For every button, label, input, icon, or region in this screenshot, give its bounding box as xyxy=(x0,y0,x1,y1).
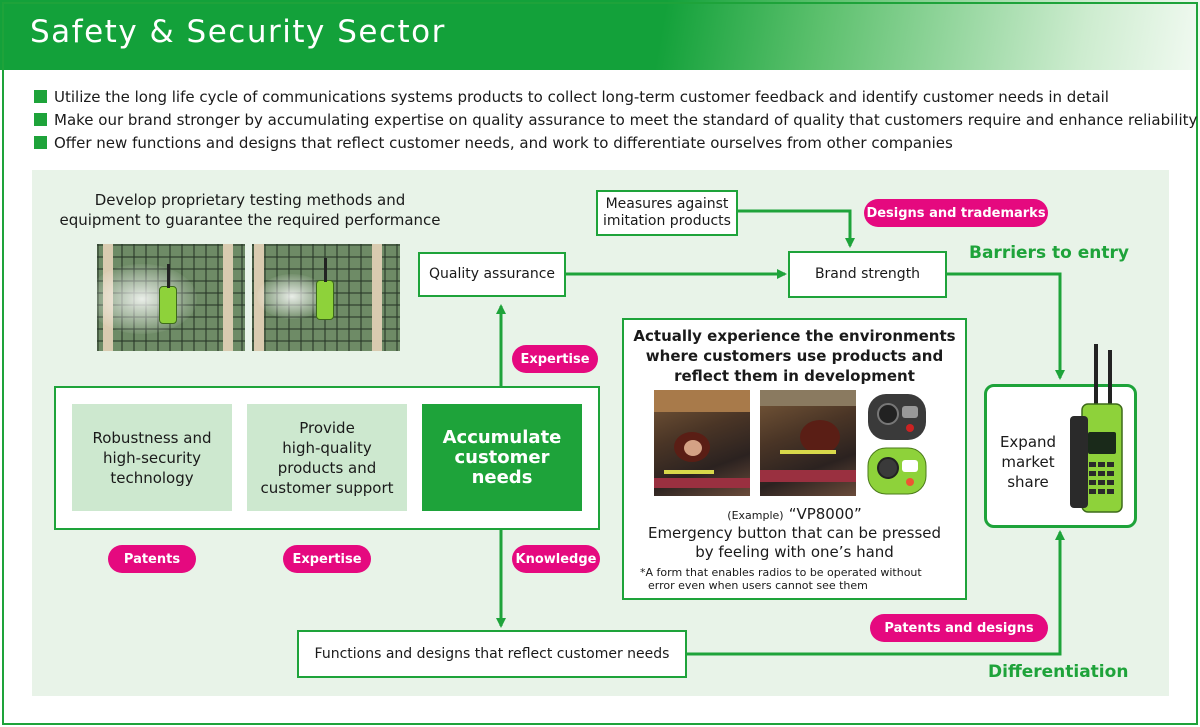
radio-handset-icon xyxy=(1070,344,1123,513)
patents-tag: Patents xyxy=(108,545,196,573)
designs-trademarks-tag: Designs and trademarks xyxy=(864,199,1048,227)
firefighter-photo-right xyxy=(760,390,856,496)
bullet-item: Make our brand stronger by accumulating … xyxy=(34,111,1197,134)
emergency-caption: Emergency button that can be pressed by … xyxy=(647,524,942,561)
accumulate-needs-box: Accumulate customer needs xyxy=(422,404,582,511)
barriers-to-entry-label: Barriers to entry xyxy=(969,243,1129,263)
test-photo-right xyxy=(252,244,400,351)
differentiation-label: Differentiation xyxy=(988,662,1129,682)
bullet-square-icon xyxy=(34,90,47,103)
page-title: Safety & Security Sector xyxy=(30,14,446,50)
quality-assurance-box: Quality assurance xyxy=(418,252,566,297)
example-model-line: (Example) “VP8000” xyxy=(727,505,862,523)
radio-top-view-dark xyxy=(868,394,926,440)
measures-imitation-box: Measures against imitation products xyxy=(596,190,738,236)
bullet-square-icon xyxy=(34,113,47,126)
expertise-tag-top: Expertise xyxy=(512,345,598,373)
header-banner: Safety & Security Sector xyxy=(0,0,1200,70)
testing-caption: Develop proprietary testing methods and … xyxy=(59,191,441,229)
functions-designs-box: Functions and designs that reflect custo… xyxy=(297,630,687,678)
expertise-tag-bottom: Expertise xyxy=(283,545,371,573)
test-photo-left xyxy=(97,244,245,351)
brand-strength-box: Brand strength xyxy=(788,251,947,298)
bullet-square-icon xyxy=(34,136,47,149)
bullet-item: Utilize the long life cycle of communica… xyxy=(34,88,1197,111)
experience-note: *A form that enables radios to be operat… xyxy=(640,566,922,592)
knowledge-tag: Knowledge xyxy=(512,545,600,573)
bullet-list: Utilize the long life cycle of communica… xyxy=(34,88,1197,157)
radio-top-view-green xyxy=(867,447,927,495)
firefighter-photo-left xyxy=(654,390,750,496)
robustness-box: Robustness and high-security technology xyxy=(72,404,232,511)
high-quality-box: Provide high-quality products and custom… xyxy=(247,404,407,511)
bullet-item: Offer new functions and designs that ref… xyxy=(34,134,1197,157)
patents-designs-tag: Patents and designs xyxy=(870,614,1048,642)
experience-heading: Actually experience the environments whe… xyxy=(633,327,956,385)
expand-market-share-text: Expand market share xyxy=(999,433,1057,491)
